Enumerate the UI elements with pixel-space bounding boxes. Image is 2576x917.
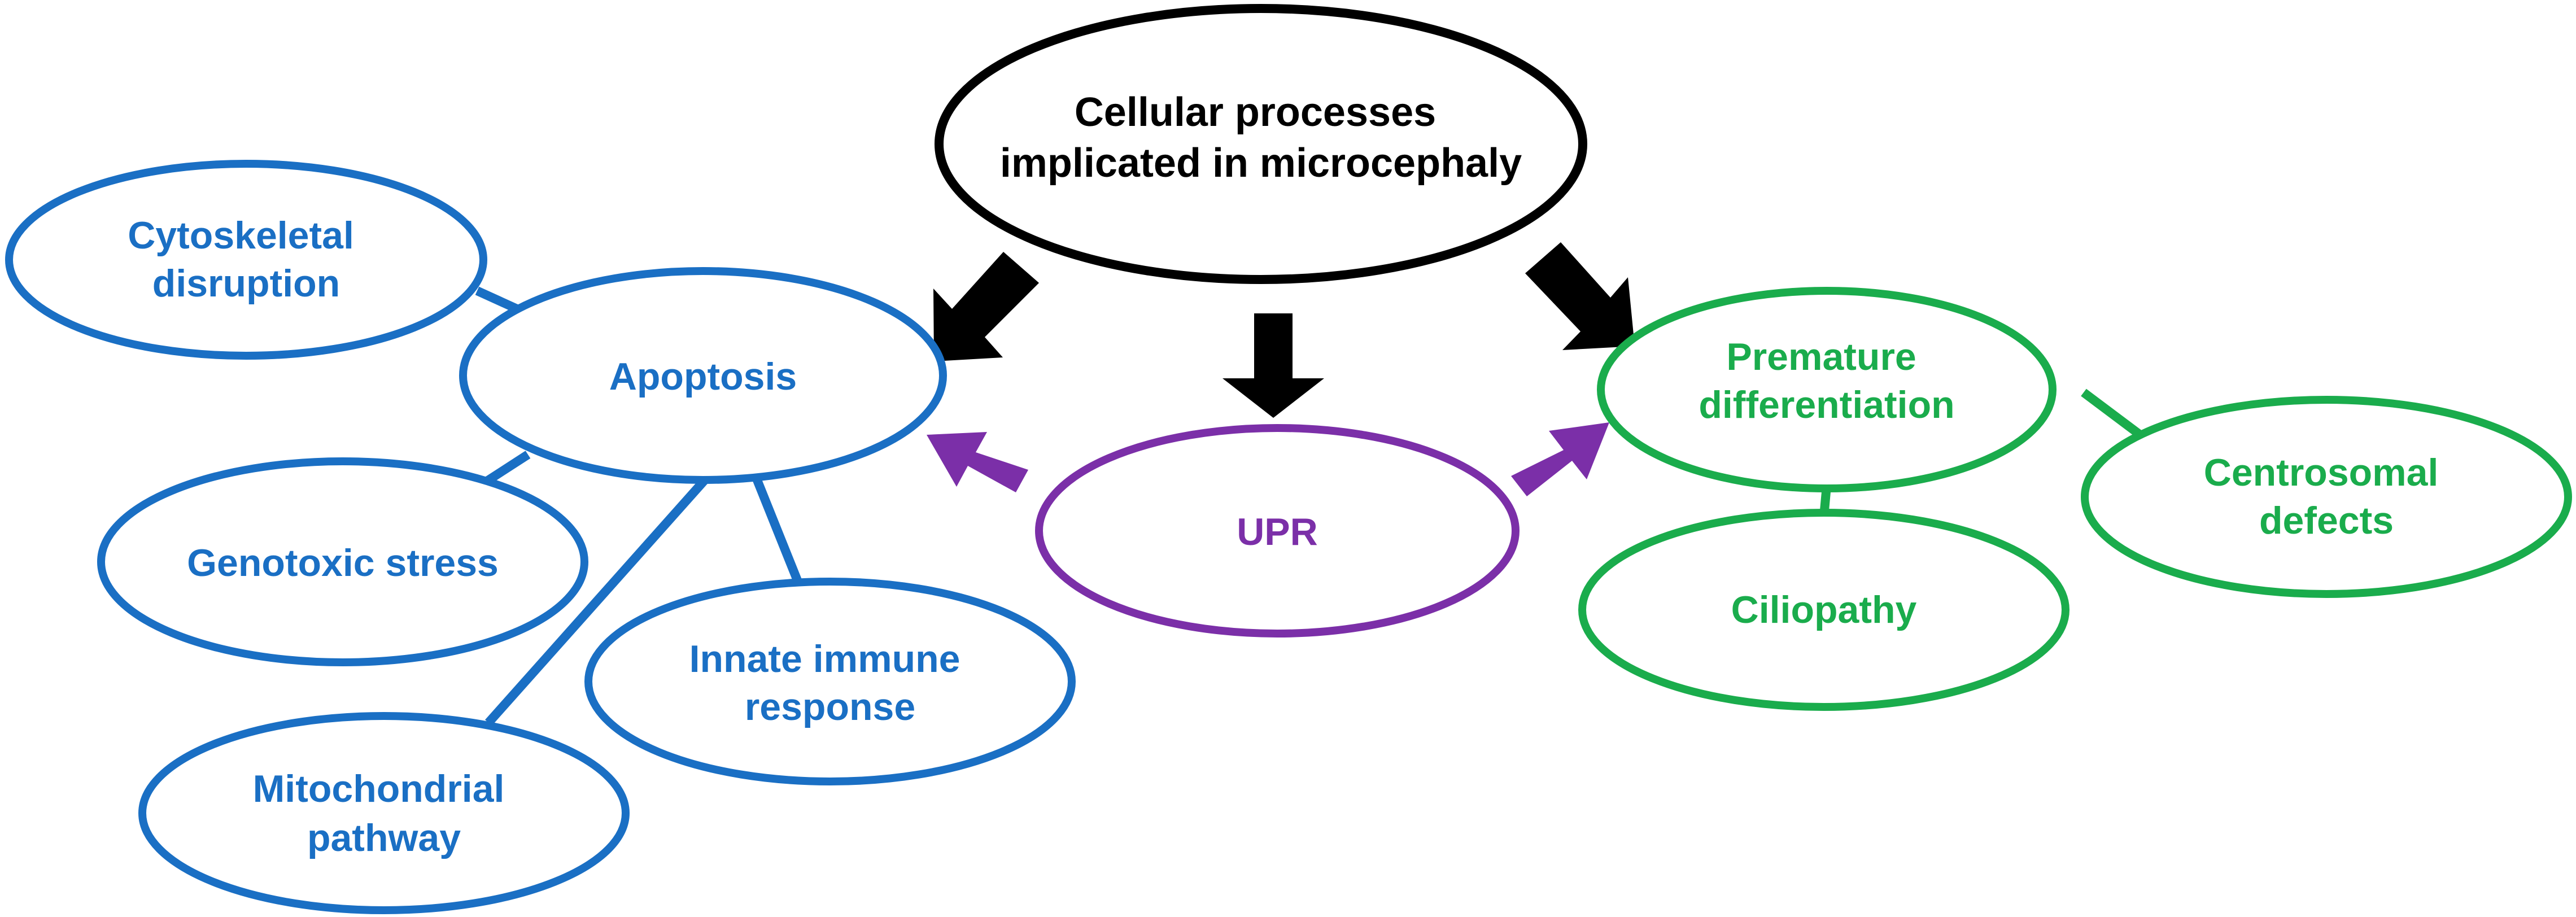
node-innate-ellipse <box>584 578 1076 785</box>
node-upr-line-1: UPR <box>1237 510 1318 553</box>
node-mitochondrial-line-1: Mitochondrial <box>253 767 505 810</box>
node-ciliopathy-line-1: Ciliopathy <box>1731 588 1917 631</box>
node-centrosomal-ellipse <box>2081 396 2572 598</box>
node-cytoskeletal-line-2: disruption <box>152 262 340 305</box>
arrow-root-to-premature <box>1525 242 1635 350</box>
node-ciliopathy-label: Ciliopathy <box>1731 588 1917 631</box>
black-arrows <box>933 242 1635 418</box>
node-mitochondrial-ellipse <box>138 712 630 914</box>
node-premature-line-1: Premature <box>1726 335 1916 378</box>
node-innate-line-2: response <box>745 685 915 728</box>
node-premature: Premature differentiation <box>1597 287 2057 492</box>
node-genotoxic-line-1: Genotoxic stress <box>187 542 499 584</box>
arrow-upr-to-premature <box>1511 422 1609 496</box>
node-apoptosis-label: Apoptosis <box>609 355 797 398</box>
node-mitochondrial-label: Mitochondrial pathway <box>253 767 516 859</box>
node-upr-ellipse <box>1035 424 1520 637</box>
node-innate-label: Innate immune response <box>689 637 971 728</box>
node-cytoskeletal-label: Cytoskeletal disruption <box>128 214 365 305</box>
node-innate-line-1: Innate immune <box>689 637 960 680</box>
node-mitochondrial-line-2: pathway <box>307 816 461 859</box>
node-premature-label: Premature differentiation <box>1699 335 1954 426</box>
purple-arrows <box>927 422 1609 496</box>
node-apoptosis-ellipse <box>459 267 947 484</box>
node-apoptosis-line-1: Apoptosis <box>609 355 797 398</box>
node-premature-line-2: differentiation <box>1699 383 1954 426</box>
node-root-label: Cellular processes implicated in microce… <box>1000 90 1522 186</box>
node-premature-ellipse <box>1597 287 2057 492</box>
node-cytoskeletal: Cytoskeletal disruption <box>5 160 487 360</box>
node-genotoxic-ellipse <box>97 457 588 666</box>
node-apoptosis: Apoptosis <box>459 267 947 484</box>
node-cytoskeletal-line-1: Cytoskeletal <box>128 214 354 257</box>
node-ciliopathy: Ciliopathy <box>1578 509 2069 711</box>
node-genotoxic: Genotoxic stress <box>97 457 588 666</box>
node-centrosomal-line-1: Centrosomal <box>2204 451 2439 494</box>
connector-apoptosis-innate <box>752 477 804 586</box>
connector-apoptosis-mitochondrial <box>485 475 709 726</box>
node-centrosomal-line-2: defects <box>2259 499 2394 542</box>
node-root-line-2: implicated in microcephaly <box>1000 141 1522 186</box>
node-innate: Innate immune response <box>584 578 1076 785</box>
arrow-root-to-upr <box>1222 313 1324 418</box>
connector-premature-centrosomal <box>2081 388 2143 439</box>
node-root-ellipse <box>935 4 1587 284</box>
arrow-upr-to-apoptosis <box>927 432 1028 492</box>
node-cytoskeletal-ellipse <box>5 160 487 360</box>
node-upr: UPR <box>1035 424 1520 637</box>
node-genotoxic-label: Genotoxic stress <box>187 542 499 584</box>
node-mitochondrial: Mitochondrial pathway <box>138 712 630 914</box>
node-centrosomal-label: Centrosomal defects <box>2204 451 2450 542</box>
node-centrosomal: Centrosomal defects <box>2081 396 2572 598</box>
arrow-root-to-apoptosis <box>933 252 1039 361</box>
node-root: Cellular processes implicated in microce… <box>935 4 1587 284</box>
node-upr-label: UPR <box>1237 510 1318 553</box>
node-ciliopathy-ellipse <box>1578 509 2069 711</box>
node-root-line-1: Cellular processes <box>1075 90 1436 135</box>
